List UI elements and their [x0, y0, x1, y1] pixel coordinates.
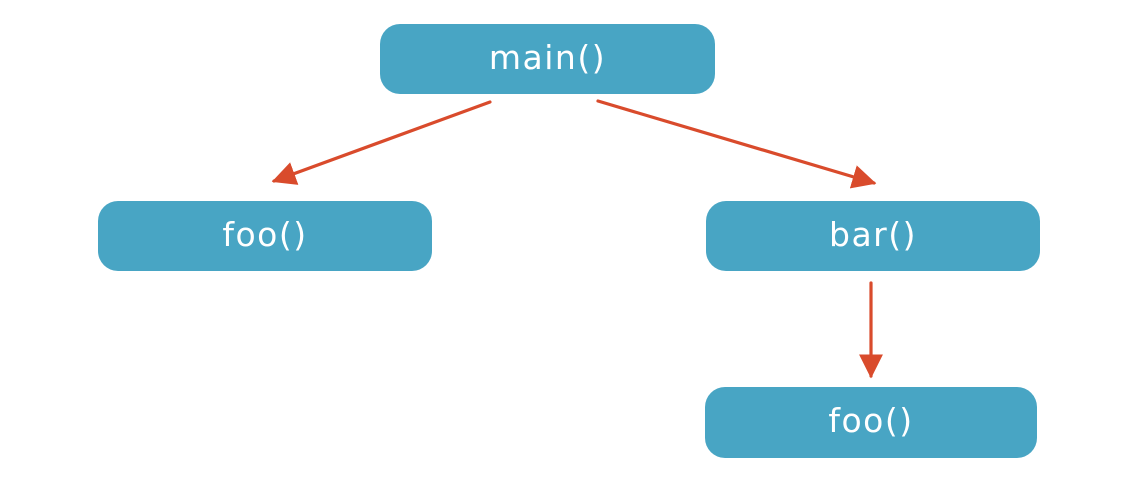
edge-main-to-bar-arrow — [596, 99, 877, 189]
node-bar: bar() — [706, 201, 1040, 271]
edge-main-to-foo-arrow — [271, 100, 492, 185]
node-foo-left: foo() — [98, 201, 432, 271]
node-foo-left-label: foo() — [222, 214, 308, 254]
node-bar-label: bar() — [829, 214, 917, 254]
node-foo-bottom: foo() — [705, 387, 1037, 458]
node-main: main() — [380, 24, 715, 94]
node-main-label: main() — [488, 37, 607, 77]
node-foo-bottom-label: foo() — [828, 401, 914, 440]
